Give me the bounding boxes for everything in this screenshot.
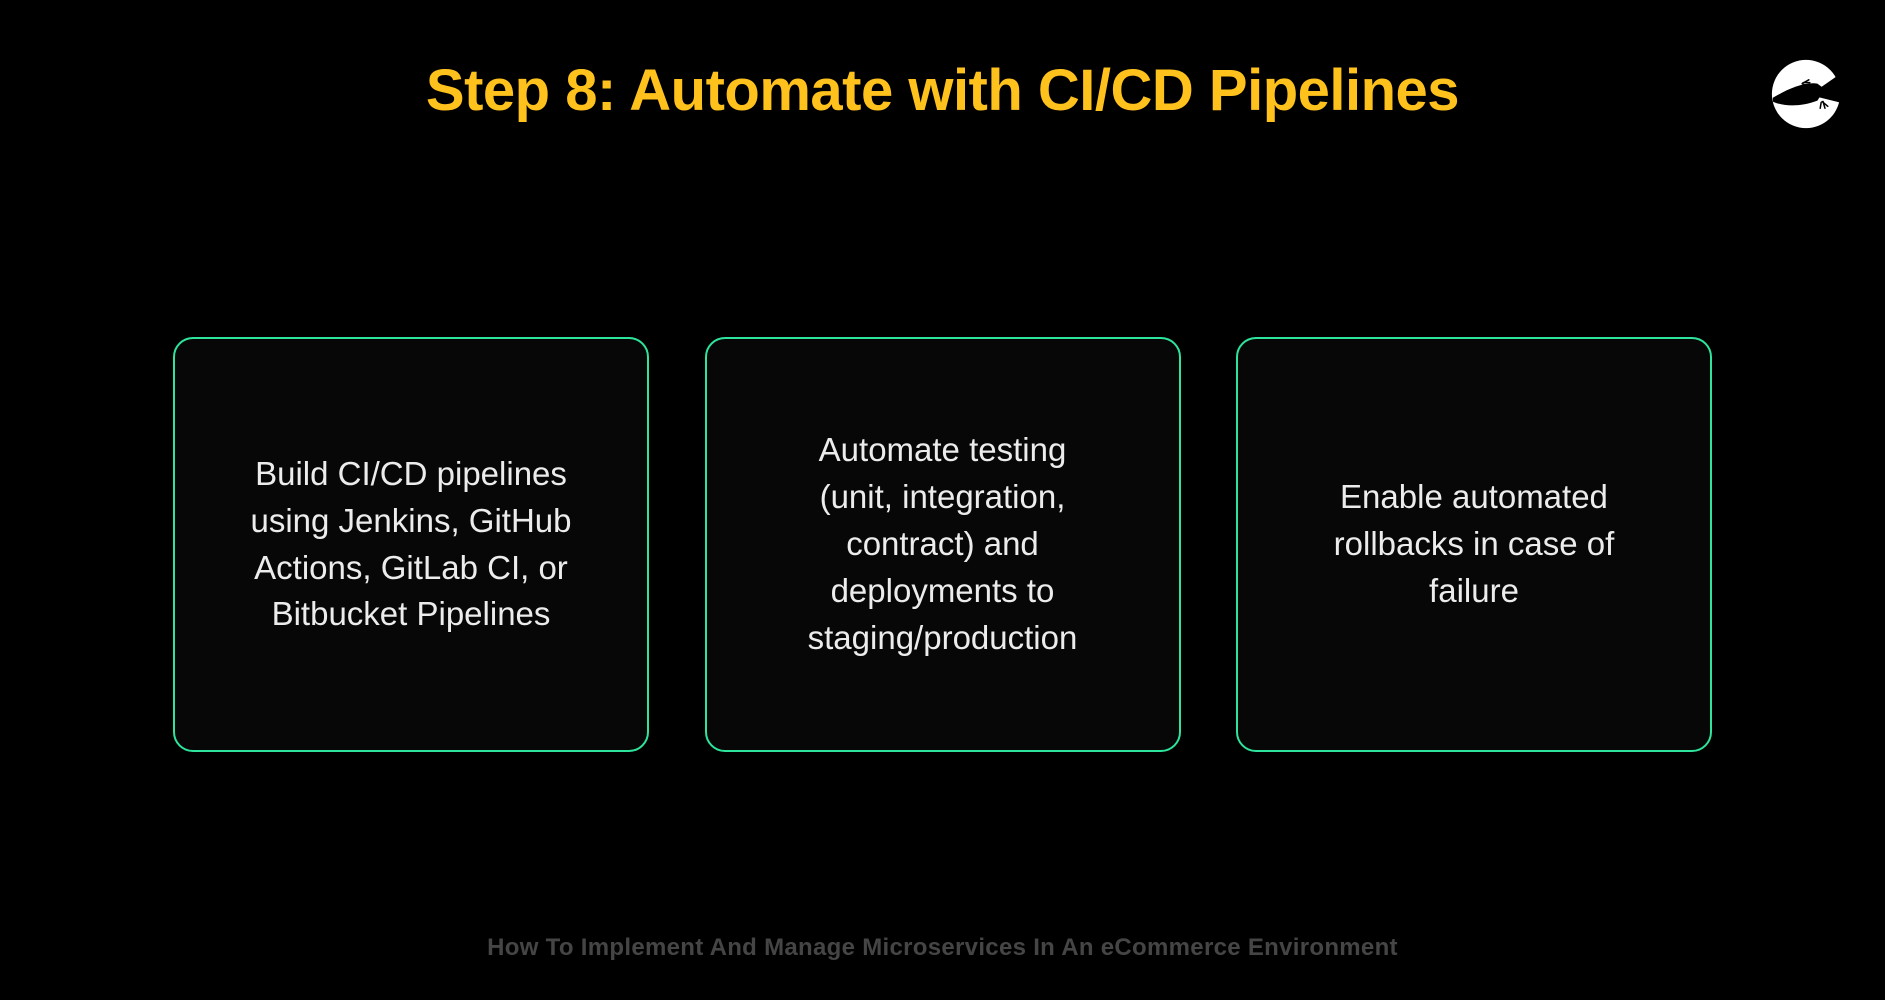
card-build-pipelines: Build CI/CD pipelines using Jenkins, Git… xyxy=(173,337,649,752)
card-text: Build CI/CD pipelines using Jenkins, Git… xyxy=(250,454,572,633)
card-automate-testing: Automate testing (unit, integration, con… xyxy=(704,337,1181,752)
slide-footer: How To Implement And Manage Microservice… xyxy=(0,934,1885,962)
card-text: Automate testing (unit, integration, con… xyxy=(807,431,1078,656)
card-text: Enable automated rollbacks in case of fa… xyxy=(1333,478,1615,609)
slide-header: Step 8: Automate with CI/CD Pipelines xyxy=(0,58,1885,125)
footer-title: How To Implement And Manage Microservice… xyxy=(487,934,1398,961)
page-title: Step 8: Automate with CI/CD Pipelines xyxy=(425,58,1460,123)
card-row: Build CI/CD pipelines using Jenkins, Git… xyxy=(173,337,1712,752)
card-automated-rollbacks: Enable automated rollbacks in case of fa… xyxy=(1236,337,1712,752)
gecko-logo-icon xyxy=(1770,58,1844,130)
